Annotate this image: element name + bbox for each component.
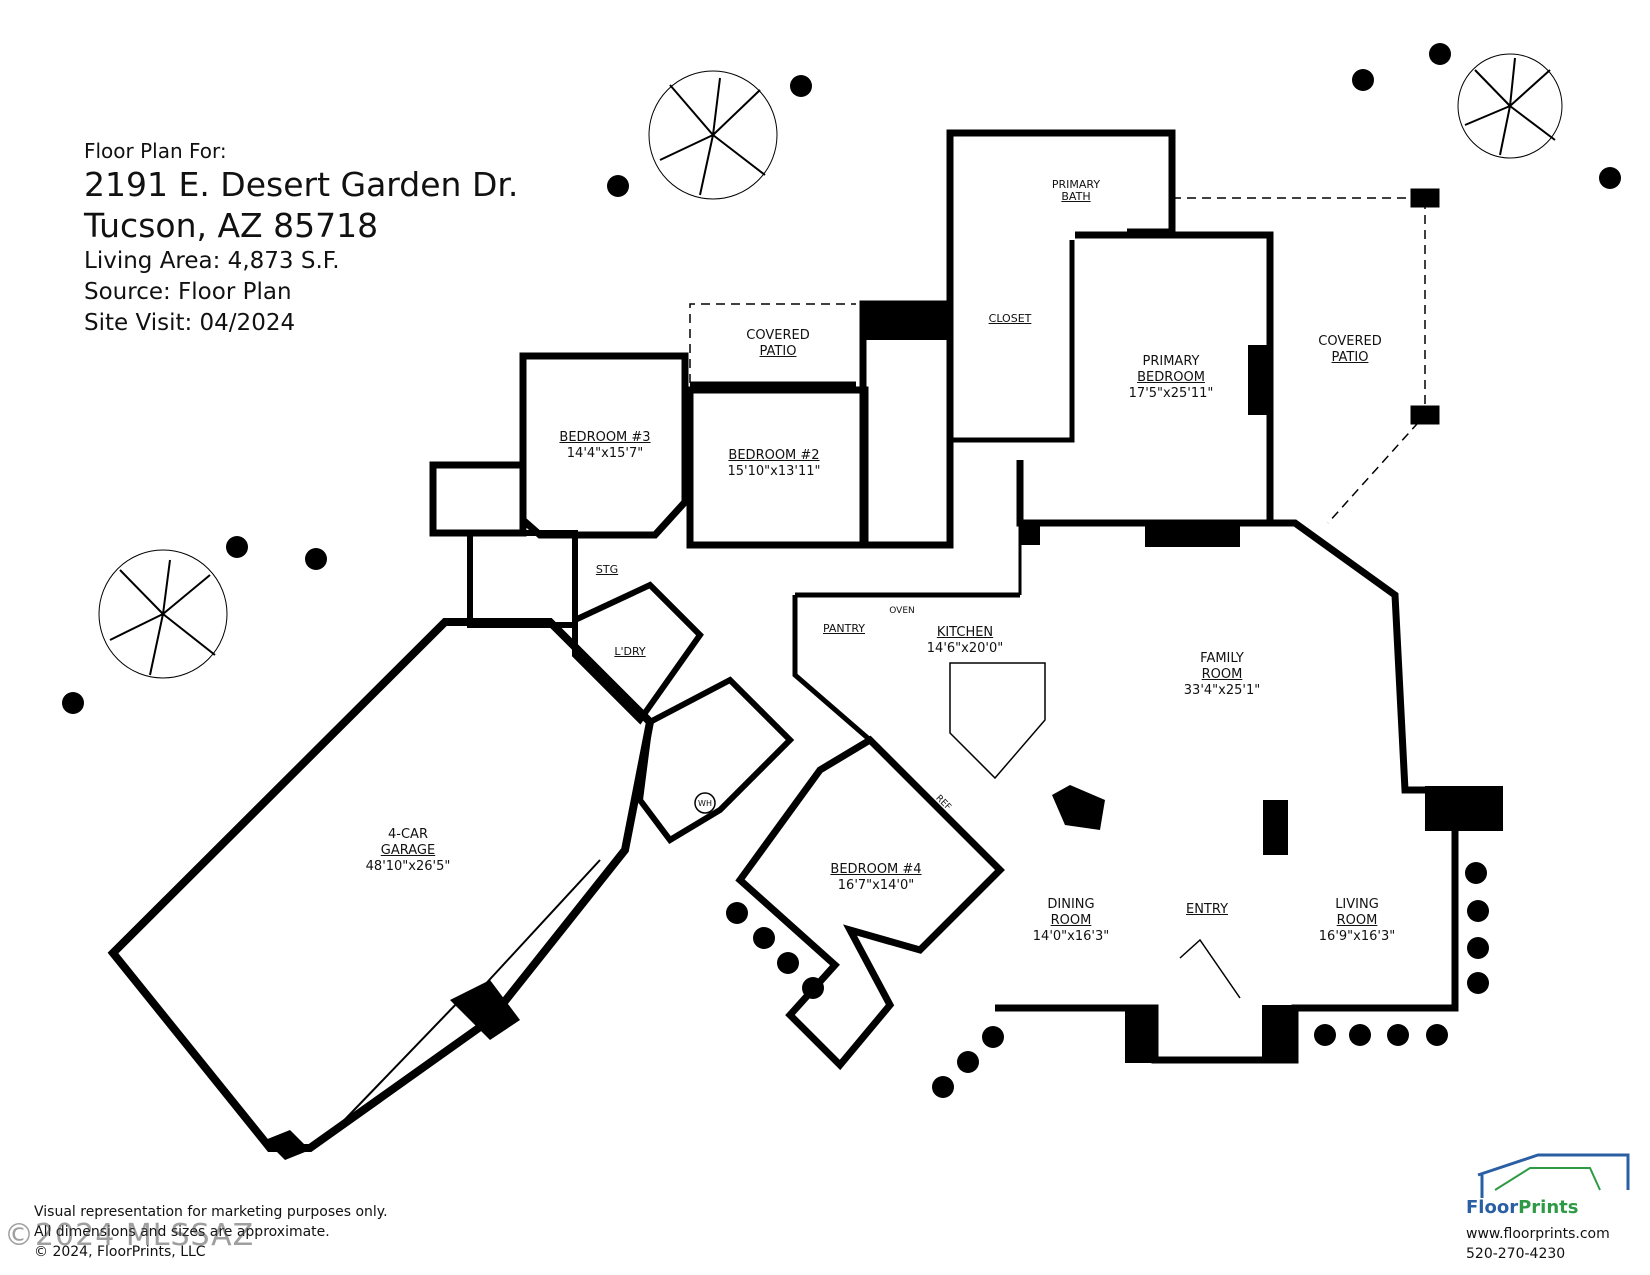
living-room-label: LIVING ROOM 16'9"x16'3" xyxy=(1319,897,1395,945)
label-line: PATIO xyxy=(759,344,797,359)
mls-watermark: ©2024 MLSSAZ xyxy=(4,1218,255,1253)
room-dimensions: 14'6"x20'0" xyxy=(926,641,1004,656)
oven-label: OVEN xyxy=(889,606,915,616)
room-dimensions: 14'4"x15'7" xyxy=(566,446,644,461)
label-line: COVERED xyxy=(1318,334,1382,349)
room-dimensions: 14'0"x16'3" xyxy=(1032,929,1110,944)
room-dimensions: 16'7"x14'0" xyxy=(837,878,915,893)
kitchen-label: KITCHEN 14'6"x20'0" xyxy=(927,625,1003,657)
label-line: FAMILY xyxy=(1200,651,1244,666)
laundry-label: L'DRY xyxy=(614,645,646,658)
room-dimensions: 48'10"x26'5" xyxy=(365,859,451,874)
bedroom3-label: BEDROOM #3 14'4"x15'7" xyxy=(559,430,650,462)
bedroom2-label: BEDROOM #2 15'10"x13'11" xyxy=(728,448,821,480)
hall-bath2-walls xyxy=(467,530,578,628)
brand-logo-text: FloorPrints xyxy=(1466,1197,1636,1218)
primary-bath-walls xyxy=(946,129,1176,430)
pantry-walls xyxy=(792,595,872,742)
label-line: GARAGE xyxy=(380,843,436,858)
room-dimensions: 16'9"x16'3" xyxy=(1318,929,1396,944)
tree-left xyxy=(98,549,228,679)
room-name: ENTRY xyxy=(1185,902,1229,917)
tree-top-right xyxy=(1457,53,1563,159)
room-name: KITCHEN xyxy=(936,625,994,640)
water-heater-label: WH xyxy=(698,799,712,808)
brand-phone: 520-270-4230 xyxy=(1466,1246,1566,1262)
room-name: BEDROOM #4 xyxy=(830,862,922,877)
copyright-line: © 2024, FloorPrints, LLC xyxy=(34,1244,206,1260)
label-line: COVERED xyxy=(746,328,810,343)
label-line: BATH xyxy=(1061,190,1091,203)
header-city: Tucson, AZ 85718 xyxy=(84,206,379,245)
kitchen-island xyxy=(949,662,1046,780)
water-heater-symbol xyxy=(694,792,716,814)
bedroom3-closet-walls xyxy=(429,461,527,537)
pantry-label: PANTRY xyxy=(822,622,866,635)
covered-patio-left-label: COVERED PATIO xyxy=(746,328,809,360)
hall-walls xyxy=(636,676,795,844)
landscaping xyxy=(98,53,1563,679)
dining-room-label: DINING ROOM 14'0"x16'3" xyxy=(1033,897,1109,945)
garage-walls xyxy=(107,618,655,1152)
tree-top-left xyxy=(648,70,778,200)
entry-label: ENTRY xyxy=(1186,902,1228,918)
header-prefix: Floor Plan For: xyxy=(84,139,227,163)
covered-patio-right-outline xyxy=(1172,197,1426,524)
covered-patio-right-label: COVERED PATIO xyxy=(1318,334,1381,366)
label-line: PRIMARY xyxy=(1051,178,1101,191)
disclaimer-line-2: All dimensions and sizes are approximate… xyxy=(34,1224,330,1240)
room-dimensions: 33'4"x25'1" xyxy=(1183,683,1261,698)
floorprints-logo-icon xyxy=(1477,1153,1630,1198)
family-room-label: FAMILY ROOM 33'4"x25'1" xyxy=(1184,651,1260,699)
primary-bedroom-label: PRIMARY BEDROOM 17'5"x25'11" xyxy=(1129,354,1214,402)
brand-website-link[interactable]: www.floorprints.com xyxy=(1466,1226,1610,1242)
label-line: ROOM xyxy=(1201,667,1243,682)
header-site-visit: Site Visit: 04/2024 xyxy=(84,310,296,336)
laundry-walls xyxy=(572,581,704,725)
label-line: ROOM xyxy=(1336,913,1378,928)
label-line: BEDROOM xyxy=(1137,370,1205,385)
header-street: 2191 E. Desert Garden Dr. xyxy=(84,165,519,204)
header-source: Source: Floor Plan xyxy=(84,279,292,305)
header-living-area: Living Area: 4,873 S.F. xyxy=(84,248,340,274)
bedroom4-walls xyxy=(735,735,1005,1071)
room-name: BEDROOM #3 xyxy=(559,430,651,445)
label-line: 4-CAR xyxy=(388,827,428,842)
shrubs xyxy=(62,43,1621,1098)
primary-closet-walls xyxy=(950,240,1075,443)
room-dimensions: 15'10"x13'11" xyxy=(727,464,821,479)
covered-patio-left-outline xyxy=(689,303,856,383)
disclaimer-line-1: Visual representation for marketing purp… xyxy=(34,1204,388,1220)
label-line: LIVING xyxy=(1335,897,1379,912)
entry-door xyxy=(1179,938,1241,999)
label-line: PRIMARY xyxy=(1142,354,1200,369)
label-line: ROOM xyxy=(1050,913,1092,928)
primary-bath-label: PRIMARY BATH xyxy=(1052,179,1100,203)
storage-label: STG xyxy=(595,563,619,576)
label-line: PATIO xyxy=(1331,350,1369,365)
bedroom4-label: BEDROOM #4 16'7"x14'0" xyxy=(830,862,921,894)
garage-label: 4-CAR GARAGE 48'10"x26'5" xyxy=(366,827,451,875)
closet-label: CLOSET xyxy=(988,312,1032,325)
listing-header: Floor Plan For: 2191 E. Desert Garden Dr… xyxy=(84,138,518,339)
room-dimensions: 17'5"x25'11" xyxy=(1128,386,1214,401)
floorprints-brand: FloorPrints www.floorprints.com 520-270-… xyxy=(1466,1153,1636,1262)
brand-name-part-1: Floor xyxy=(1466,1197,1519,1218)
label-line: DINING xyxy=(1047,897,1095,912)
brand-name-part-2: Prints xyxy=(1518,1197,1579,1218)
hall-bath-walls xyxy=(859,300,954,549)
disclaimer-footer: Visual representation for marketing purp… xyxy=(34,1202,388,1262)
room-name: BEDROOM #2 xyxy=(728,448,820,463)
